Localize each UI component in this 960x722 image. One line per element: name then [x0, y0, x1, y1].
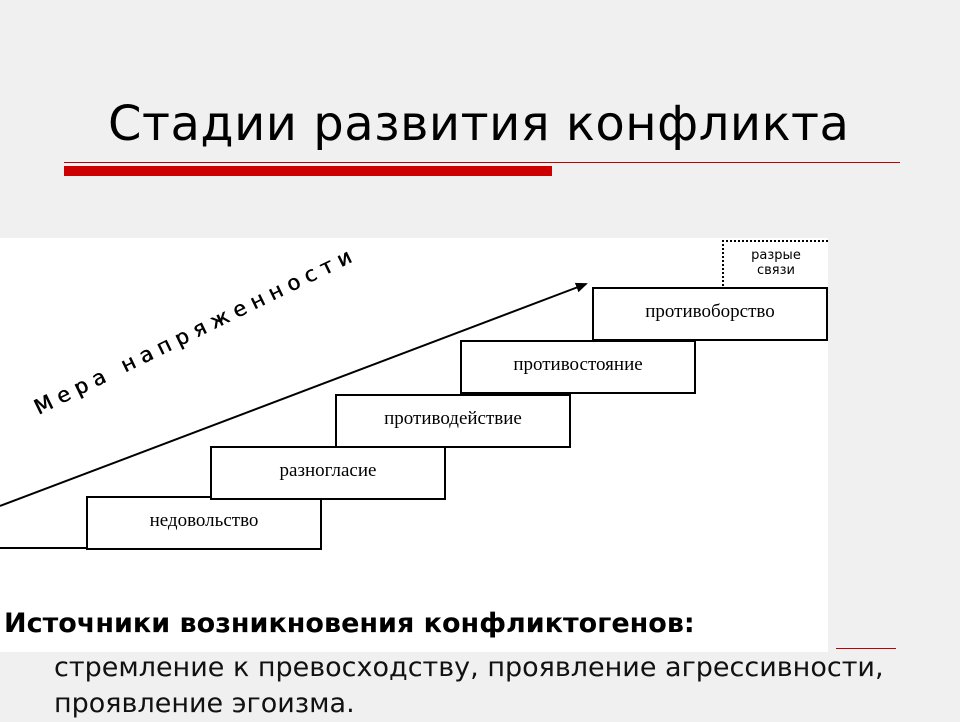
sources-text: стремление к превосходству, проявление а…	[54, 652, 884, 719]
broken-ties-line-1: разрые	[751, 248, 801, 263]
tension-arrow	[0, 282, 588, 507]
stage-step-1-label: недовольство	[149, 510, 259, 531]
diagram-lines	[0, 282, 588, 549]
slide-title: Стадии развития конфликта	[108, 96, 850, 152]
broken-ties-line-2: связи	[757, 263, 795, 278]
stage-step-5: противоборство	[592, 287, 828, 341]
stage-step-3: противодействие	[335, 394, 571, 448]
stage-step-3-label: противодействие	[384, 408, 522, 429]
title-divider-thick	[64, 166, 552, 176]
stage-step-5-label: противоборство	[645, 301, 775, 322]
stage-step-4: противостояние	[460, 340, 696, 394]
stage-step-1: недовольство	[86, 496, 322, 550]
title-divider-thin	[64, 162, 900, 163]
conflict-stages-diagram: Мера напряженности недовольство разногла…	[0, 238, 828, 652]
sources-heading: Источники возникновения конфликтогенов:	[4, 608, 701, 639]
sources-divider	[836, 648, 896, 649]
stage-step-4-label: противостояние	[513, 354, 643, 375]
stage-step-2-label: разногласие	[279, 460, 377, 481]
broken-ties-box: разрые связи	[722, 240, 828, 286]
stage-step-2: разногласие	[210, 446, 446, 500]
